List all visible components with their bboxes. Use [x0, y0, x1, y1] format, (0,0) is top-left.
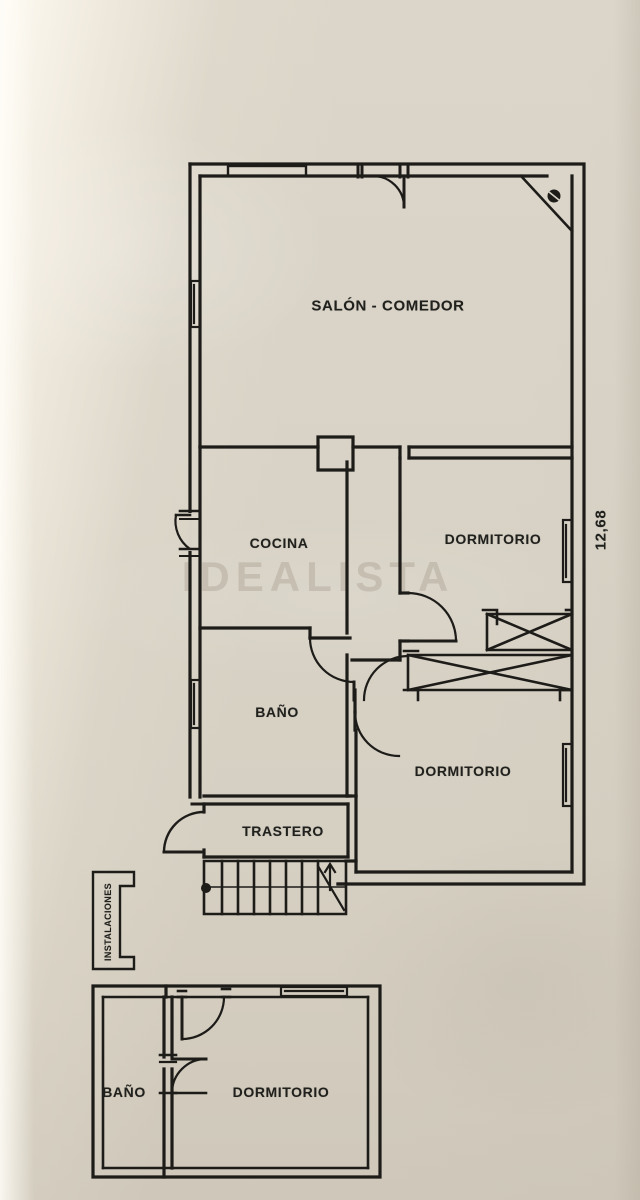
- dormitorio2-door: [353, 654, 410, 758]
- dimension-label-vertical: 12,68: [592, 509, 610, 551]
- salon-south-wall: [198, 435, 574, 472]
- room-label-dormitorio-1: DORMITORIO: [444, 531, 542, 547]
- room-label-bano-2: BAÑO: [102, 1084, 146, 1100]
- cocina-bano-wall: [198, 626, 352, 640]
- room-label-cocina: COCINA: [249, 535, 309, 551]
- built-in-wardrobe-upper: [481, 608, 574, 652]
- lower-dormitorio-door: [176, 987, 232, 1041]
- hallway-east-wall: [350, 456, 410, 662]
- dormitorio2-right-window: [561, 742, 574, 808]
- salon-top-window: [226, 164, 308, 178]
- room-label-dormitorio-2: DORMITORIO: [414, 763, 512, 779]
- lower-unit-inner-wall: [101, 995, 370, 1170]
- room-label-bano-1: BAÑO: [255, 704, 299, 720]
- staircase-up: [201, 859, 348, 916]
- lower-unit-outer-wall: [91, 984, 382, 1179]
- lower-bano-door: [158, 1053, 208, 1095]
- salon-entry-door: [356, 162, 410, 209]
- room-label-trastero: TRASTERO: [242, 823, 324, 839]
- built-in-wardrobe-lower: [402, 649, 574, 702]
- dormitorio1-right-window: [561, 518, 574, 584]
- upper-unit-inner-wall: [198, 174, 574, 874]
- lower-unit-top-window: [279, 985, 349, 998]
- room-label-dormitorio-3: DORMITORIO: [232, 1084, 330, 1100]
- cocina-exterior-door: [174, 509, 202, 557]
- instalaciones-shaft: [91, 870, 136, 971]
- upper-unit-outer-wall: [188, 162, 586, 886]
- trastero-entry-door: [162, 802, 206, 854]
- stair-link-wall: [336, 859, 358, 886]
- salon-left-window: [189, 279, 202, 329]
- dormitorio1-door: [406, 591, 458, 643]
- instalaciones-label: INSTALACIONES: [103, 882, 113, 962]
- bano-right-wall: [345, 653, 357, 798]
- room-label-salon-comedor: SALÓN - COMEDOR: [311, 297, 465, 315]
- corner-column-marker: [519, 174, 574, 233]
- lower-bano-wall: [162, 995, 174, 1179]
